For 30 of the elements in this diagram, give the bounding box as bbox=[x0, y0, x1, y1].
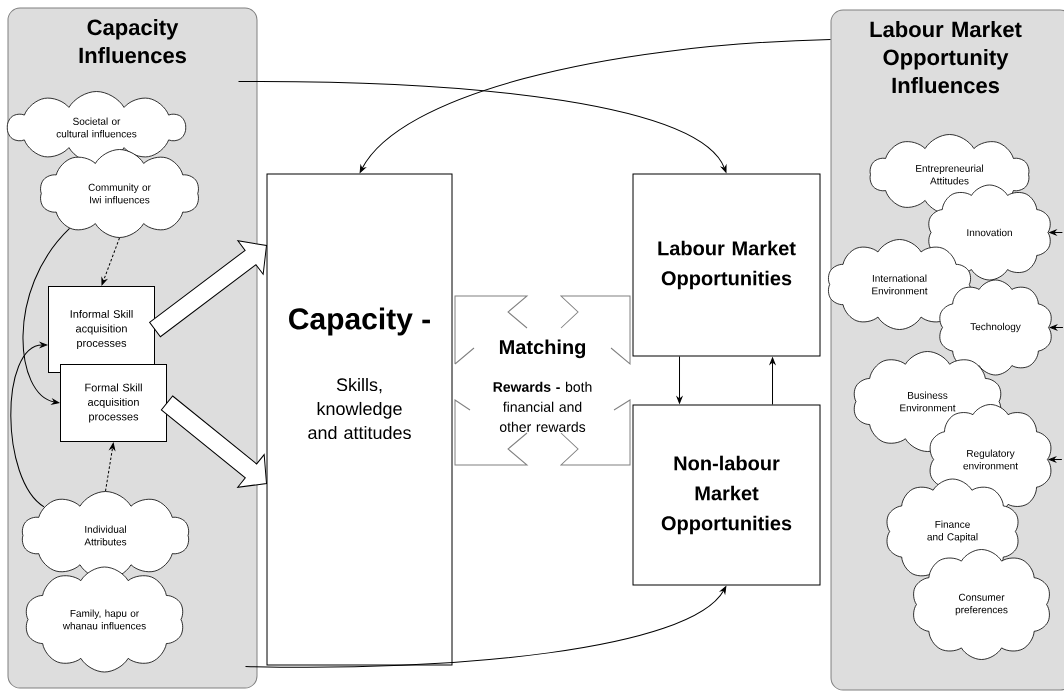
cloud: Consumer preferences bbox=[913, 549, 1050, 660]
panel-title: Capacity Influences bbox=[79, 19, 186, 64]
block-arrow bbox=[149, 240, 267, 338]
arrow bbox=[359, 39, 831, 173]
arrow bbox=[769, 357, 776, 405]
arrow bbox=[101, 237, 120, 286]
process-box: Non-labour Market Opportunities bbox=[632, 404, 821, 586]
cloud: Innovation bbox=[928, 184, 1051, 281]
panel-title: Labour Market Opportunity Influences bbox=[870, 21, 1022, 94]
arrow bbox=[1049, 229, 1063, 236]
arrow bbox=[105, 442, 116, 492]
process-box: Informal Skill acquisition processes bbox=[48, 286, 155, 373]
cloud: Community or Iwi influences bbox=[40, 149, 199, 238]
cloud: Technology bbox=[939, 279, 1052, 376]
arrow bbox=[10, 342, 48, 508]
arrow bbox=[238, 81, 727, 173]
matching-frame: Matching Rewards - both financial and other rewards bbox=[454, 295, 631, 466]
arrow bbox=[22, 227, 71, 405]
arrow bbox=[1048, 456, 1063, 463]
arrow bbox=[676, 356, 683, 404]
block-arrow bbox=[160, 395, 267, 488]
process-box: Labour Market Opportunities bbox=[632, 173, 821, 357]
cloud: International Environment bbox=[828, 239, 971, 330]
process-box: Capacity - Skills, knowledge and attitudes bbox=[266, 173, 453, 666]
cloud: Societal or cultural influences bbox=[6, 91, 187, 164]
arrow bbox=[245, 586, 727, 668]
cloud: Individual Attributes bbox=[21, 491, 190, 580]
arrow bbox=[1049, 324, 1064, 331]
process-box: Formal Skill acquisition processes bbox=[60, 364, 167, 442]
cloud: Family, hapu or whanau influences bbox=[25, 566, 184, 673]
